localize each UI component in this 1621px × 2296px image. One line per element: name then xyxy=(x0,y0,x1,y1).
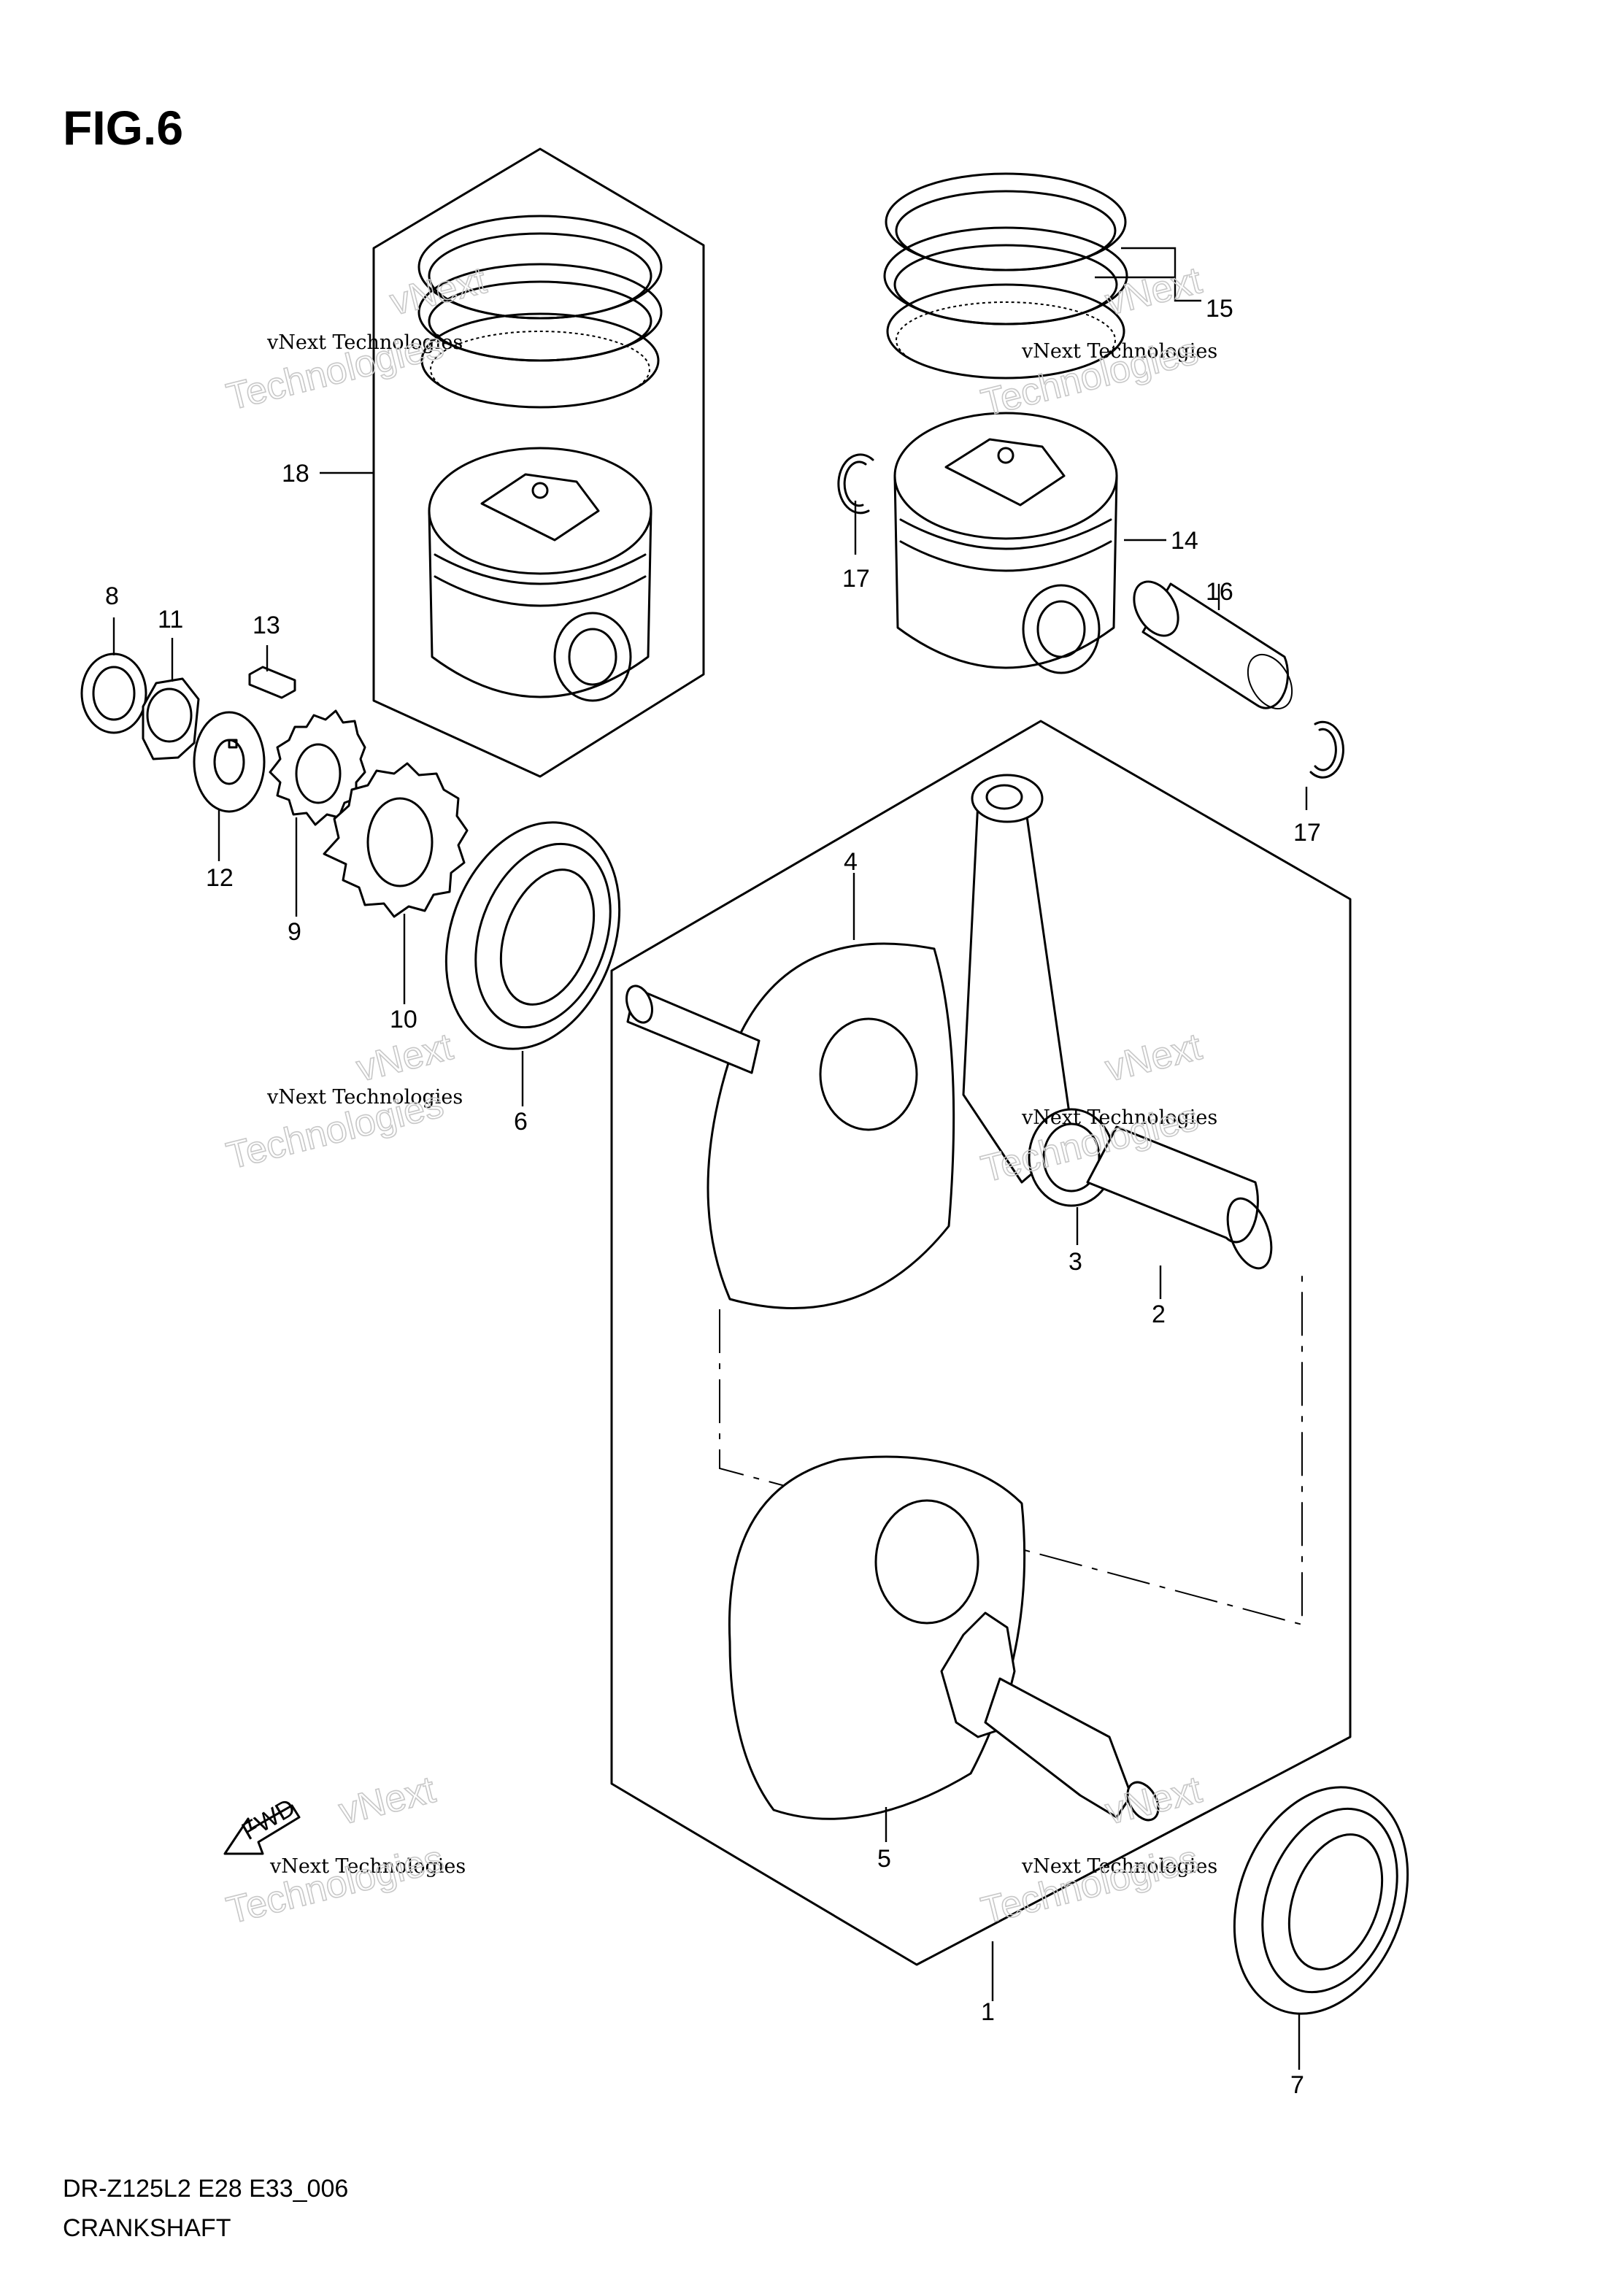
callout-12: 12 xyxy=(206,864,234,892)
callout-6: 6 xyxy=(514,1108,528,1136)
leader-lines xyxy=(112,247,1308,2070)
svg-text:vNext Technologies: vNext Technologies xyxy=(269,1855,466,1878)
callout-16: 16 xyxy=(1206,578,1233,606)
piston-pin-16 xyxy=(1133,580,1293,709)
fwd-arrow-icon: FWD xyxy=(223,1793,301,1855)
circlip-17-lower xyxy=(1309,720,1344,779)
callout-14: 14 xyxy=(1171,527,1198,555)
callout-11: 11 xyxy=(158,606,183,633)
crankshaft-assembly-1 xyxy=(610,720,1352,1966)
svg-text:Technologies: Technologies xyxy=(977,1838,1203,1933)
callout-17-lower: 17 xyxy=(1293,819,1321,847)
bearing-7 xyxy=(1233,1786,1409,2015)
callout-9: 9 xyxy=(288,918,301,946)
figure-title: FIG.6 xyxy=(63,101,183,155)
callout-labels: 1 2 3 4 5 6 7 8 9 10 11 12 13 14 15 16 1… xyxy=(105,295,1321,2099)
svg-text:vNext Technologies: vNext Technologies xyxy=(1021,1855,1217,1878)
key-13 xyxy=(248,666,296,699)
callout-17-upper: 17 xyxy=(842,565,870,593)
svg-text:vNext Technologies: vNext Technologies xyxy=(1021,1106,1217,1129)
watermark-1: vNext vNext Technologies Technologies xyxy=(222,258,491,419)
washer-12 xyxy=(193,711,266,813)
callout-3: 3 xyxy=(1069,1248,1082,1276)
callout-1: 1 xyxy=(981,1998,995,2026)
svg-text:vNext: vNext xyxy=(386,259,491,324)
fwd-label: FWD xyxy=(237,1793,300,1846)
svg-text:vNext: vNext xyxy=(1101,1025,1206,1090)
crankshaft-assembly-frame xyxy=(610,720,1352,1966)
callout-2: 2 xyxy=(1152,1301,1166,1328)
piston-set-18 xyxy=(372,147,705,778)
footer-code: DR-Z125L2 E28 E33_006 xyxy=(63,2175,348,2203)
svg-text:vNext Technologies: vNext Technologies xyxy=(266,331,463,354)
svg-text:vNext: vNext xyxy=(335,1768,440,1833)
piston-set-14-15 xyxy=(883,172,1128,674)
nut-11 xyxy=(142,677,200,760)
callout-18: 18 xyxy=(282,460,309,488)
svg-text:vNext: vNext xyxy=(353,1025,458,1090)
callout-15: 15 xyxy=(1206,295,1233,323)
svg-text:vNext: vNext xyxy=(1101,259,1206,324)
svg-text:vNext Technologies: vNext Technologies xyxy=(1021,340,1217,363)
callout-8: 8 xyxy=(105,582,119,610)
oil-seal-8 xyxy=(80,652,147,734)
callout-13: 13 xyxy=(253,612,280,639)
gear-9 xyxy=(269,709,366,826)
gear-10 xyxy=(323,762,469,918)
callout-5: 5 xyxy=(877,1845,891,1873)
footer-name: CRANKSHAFT xyxy=(63,2214,231,2242)
callout-4: 4 xyxy=(844,848,858,876)
callout-10: 10 xyxy=(390,1006,417,1033)
piston-set-frame xyxy=(372,147,705,778)
watermark-3: vNext vNext Technologies Technologies xyxy=(222,1025,463,1178)
callout-7: 7 xyxy=(1290,2071,1304,2099)
svg-text:vNext Technologies: vNext Technologies xyxy=(266,1086,463,1109)
bearing-6 xyxy=(444,821,621,1050)
